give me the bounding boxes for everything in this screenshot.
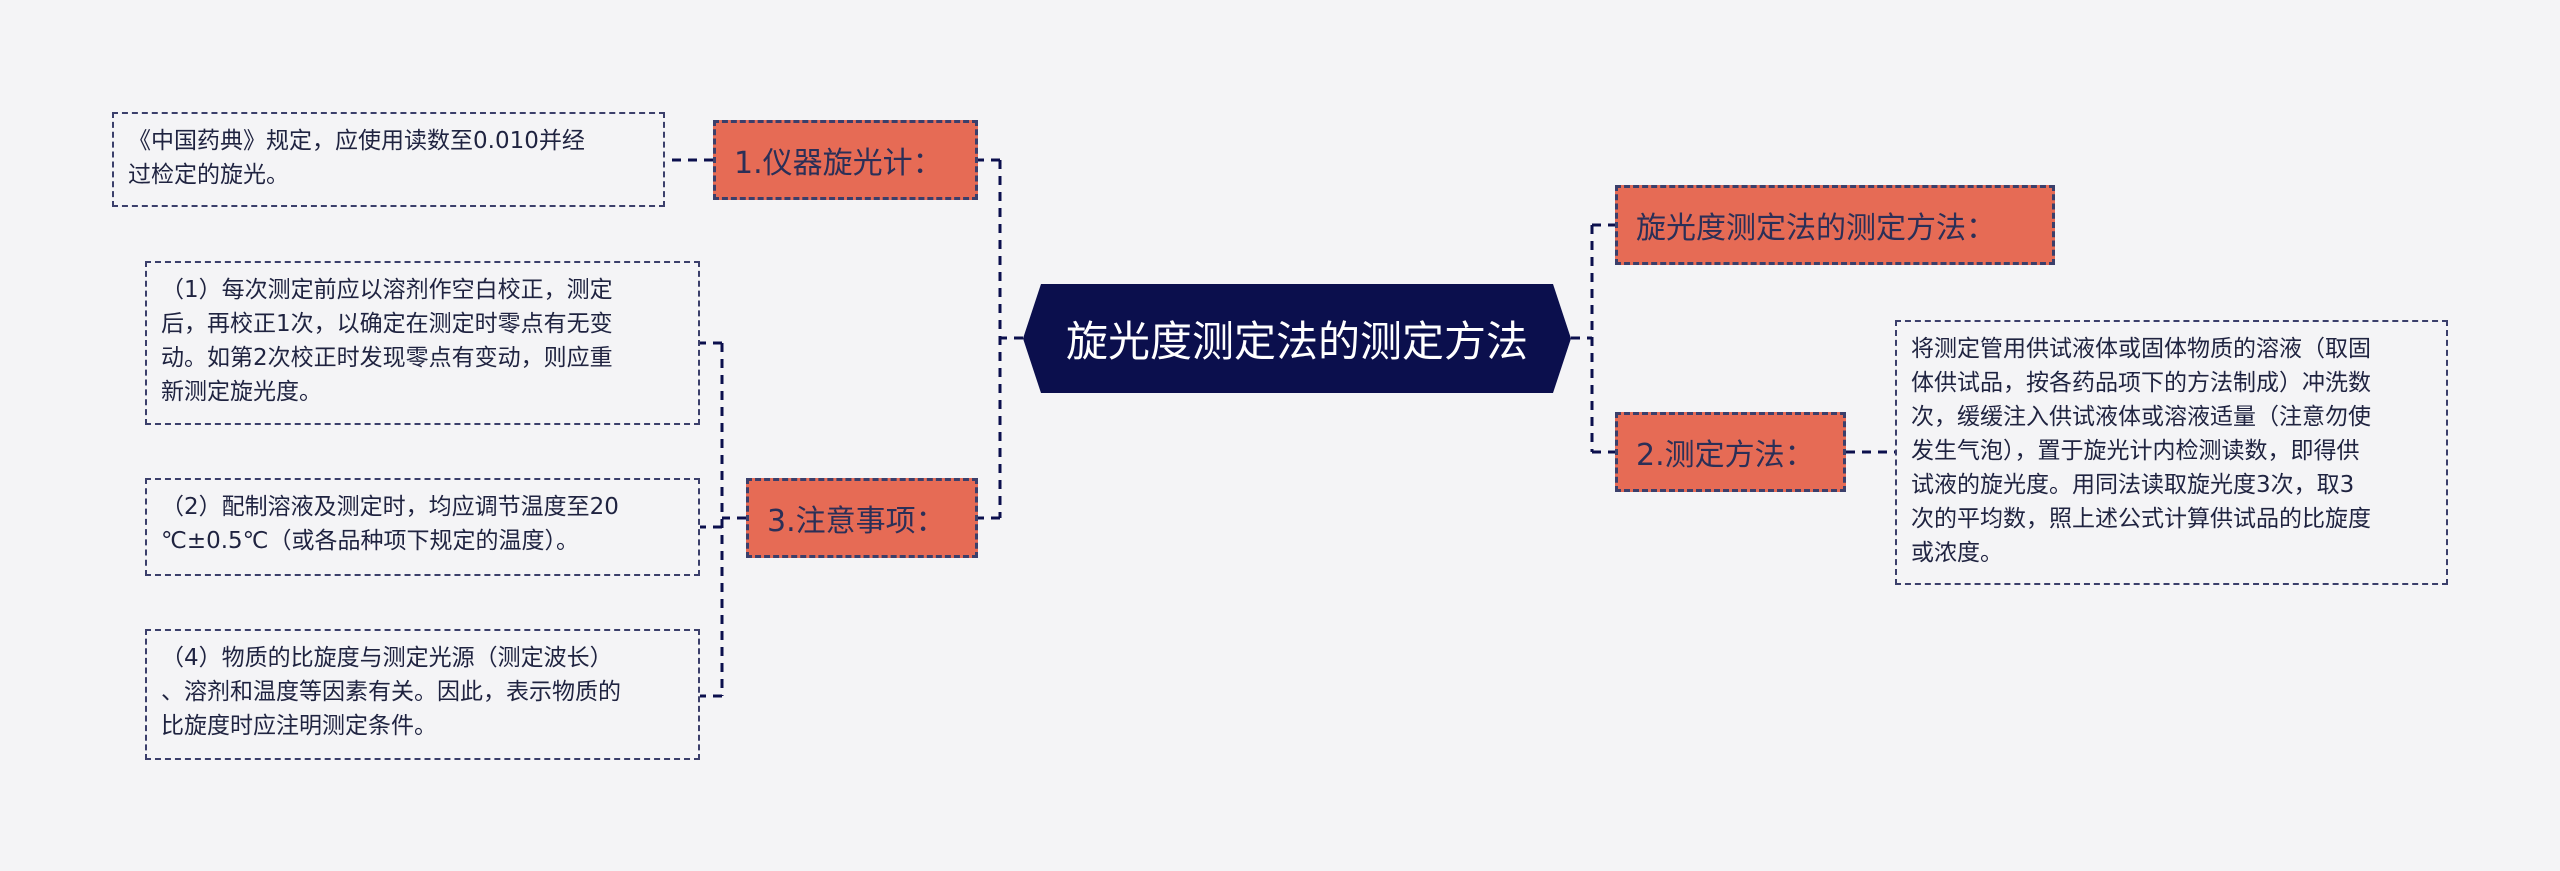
branch-method-title-label: 旋光度测定法的测定方法：: [1636, 211, 1996, 246]
central-topic-shape: [1023, 284, 1571, 393]
branch-procedure[interactable]: 2.测定方法：: [1615, 412, 1846, 492]
branch-instrument[interactable]: 1.仪器旋光计：: [713, 120, 978, 200]
central-topic-title: 旋光度测定法的测定方法: [1065, 317, 1528, 366]
branch-notes[interactable]: 3.注意事项：: [746, 478, 978, 558]
branch-method-title[interactable]: 旋光度测定法的测定方法：: [1615, 185, 2055, 265]
leaf-instrument-detail[interactable]: 《中国药典》规定，应使用读数至0.010并经 过检定的旋光。: [112, 112, 665, 207]
branch-procedure-label: 2.测定方法：: [1636, 438, 1815, 473]
leaf-note-2[interactable]: （2）配制溶液及测定时，均应调节温度至20 ℃±0.5℃（或各品种项下规定的温度…: [145, 478, 700, 576]
central-topic[interactable]: 旋光度测定法的测定方法: [1023, 284, 1571, 393]
branch-notes-label: 3.注意事项：: [767, 504, 946, 539]
branch-instrument-label: 1.仪器旋光计：: [734, 146, 943, 181]
leaf-note-4[interactable]: （4）物质的比旋度与测定光源（测定波长） 、溶剂和温度等因素有关。因此，表示物质…: [145, 629, 700, 760]
leaf-procedure-detail[interactable]: 将测定管用供试液体或固体物质的溶液（取固 体供试品，按各药品项下的方法制成）冲洗…: [1895, 320, 2448, 585]
leaf-note-1[interactable]: （1）每次测定前应以溶剂作空白校正，测定 后，再校正1次，以确定在测定时零点有无…: [145, 261, 700, 425]
